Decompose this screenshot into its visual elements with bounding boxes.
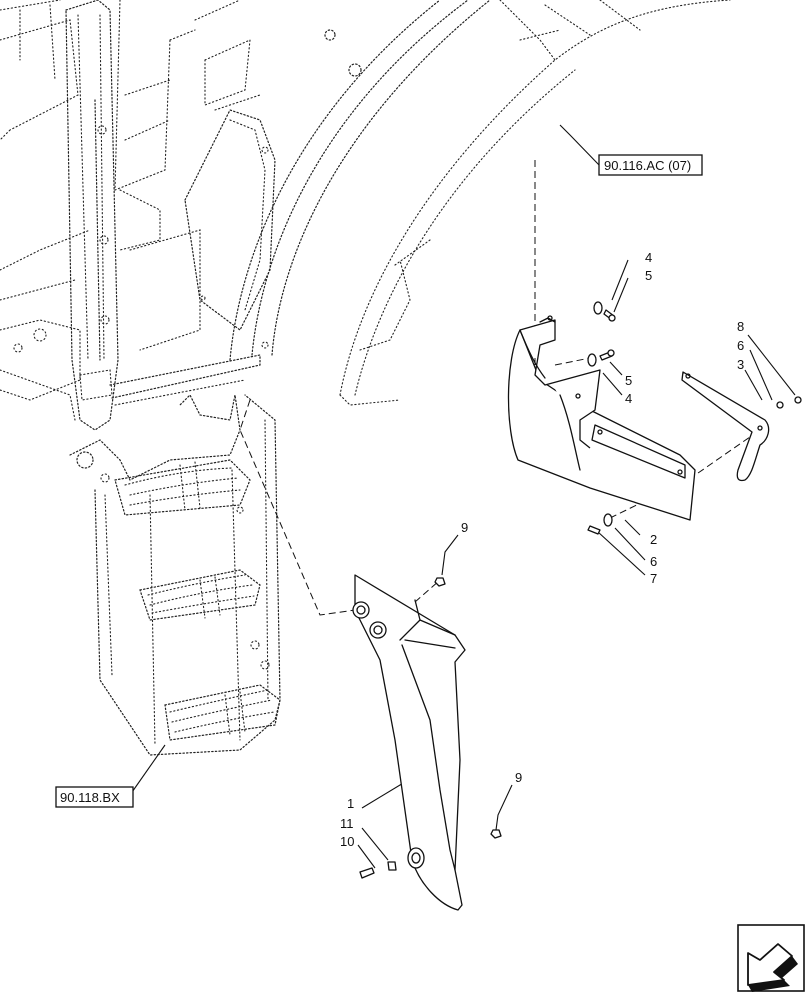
callout-3: 3 [737,357,744,372]
arrow-icon[interactable] [737,924,805,992]
fasteners [359,301,802,879]
callout-5: 5 [625,373,632,388]
callout-4: 4 [625,391,632,406]
callout-5: 5 [645,268,652,283]
callout-7: 7 [650,571,657,586]
leader-lines [129,124,796,869]
cab-structure [0,0,731,431]
ladder [69,393,281,756]
part-3-bracket [681,371,770,482]
ref-label-left: 90.118.BX [60,790,120,805]
ref-box-left[interactable]: 90.118.BX [55,786,134,808]
callout-2: 2 [650,532,657,547]
callout-11: 11 [340,816,354,831]
callout-8: 8 [737,319,744,334]
callout-10: 10 [340,834,354,849]
part-plate [591,424,686,479]
callout-9: 9 [461,520,468,535]
callout-numbers: 4 5 5 4 8 6 3 2 6 7 9 9 1 11 10 [340,250,744,849]
callout-4: 4 [645,250,652,265]
callout-9: 9 [515,770,522,785]
part-1-step-cover [352,574,466,911]
ref-box-top[interactable]: 90.116.AC (07) [598,154,703,176]
callout-6: 6 [650,554,657,569]
callout-1: 1 [347,796,354,811]
callout-6: 6 [737,338,744,353]
ref-label-top: 90.116.AC (07) [604,158,691,173]
part-2-mud-flap [507,315,696,521]
